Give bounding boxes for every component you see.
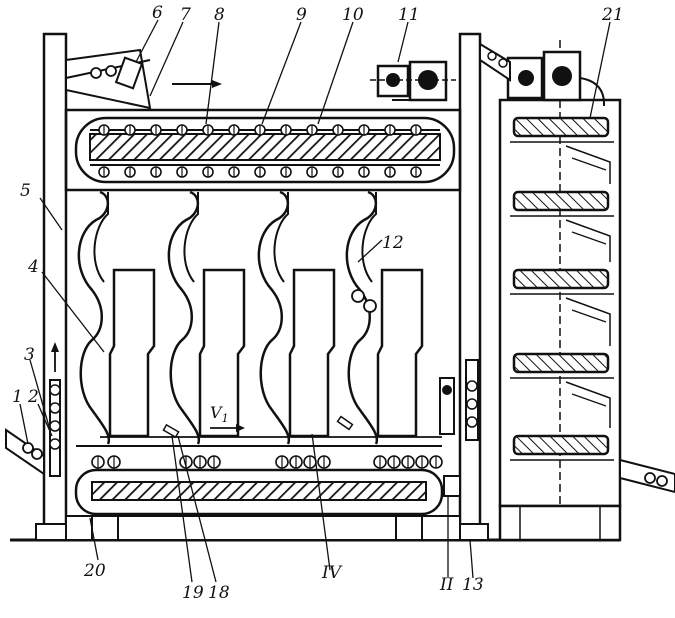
label-4: 4 xyxy=(27,257,39,277)
label-5: 5 xyxy=(20,181,31,201)
base-frame xyxy=(65,515,461,541)
label-20: 20 xyxy=(83,561,106,581)
tower-shelf xyxy=(512,116,610,138)
cooling-tower xyxy=(479,40,675,542)
tower-shelf xyxy=(512,268,610,290)
carrier-body xyxy=(108,268,156,438)
left-feed-conveyor xyxy=(5,342,61,477)
tower-shelves xyxy=(510,116,614,461)
label-21: 21 xyxy=(601,5,624,25)
velocity-label: V1 xyxy=(210,403,229,425)
label-10: 10 xyxy=(342,5,364,25)
riser-mechanism xyxy=(439,359,479,497)
label-6: 6 xyxy=(152,3,163,23)
tower-shelf xyxy=(512,434,610,456)
velocity-arrow xyxy=(210,424,245,432)
label-8: 8 xyxy=(214,5,225,25)
label-1: 1 xyxy=(12,387,23,407)
label-12: 12 xyxy=(382,233,404,253)
label-19: 19 xyxy=(182,583,204,603)
top-feed-chute xyxy=(65,48,152,110)
label-3: 3 xyxy=(24,345,35,365)
lower-conveyor-rollers xyxy=(91,455,443,469)
carrier-body xyxy=(288,268,336,438)
pin xyxy=(162,423,180,439)
label-2: 2 xyxy=(27,387,39,407)
tower-shelf xyxy=(512,190,610,212)
label-iv: IV xyxy=(321,563,343,583)
tower-shelf xyxy=(512,352,610,374)
carrier-hook xyxy=(345,190,379,445)
top-direction-arrow xyxy=(172,80,222,88)
carrier-hook xyxy=(167,190,201,445)
drying-chamber xyxy=(64,108,462,192)
hanging-carriers xyxy=(77,190,442,445)
label-11: 11 xyxy=(398,5,420,25)
label-18: 18 xyxy=(208,583,230,603)
carrier-hook xyxy=(77,190,111,445)
roller xyxy=(351,289,365,303)
label-9: 9 xyxy=(296,5,307,25)
carrier-hook xyxy=(257,190,291,445)
upper-conveyor-rollers xyxy=(98,124,422,178)
drive-motor xyxy=(370,60,456,102)
lower-conveyor xyxy=(74,436,444,516)
carrier-body xyxy=(198,268,246,438)
carrier-body xyxy=(376,268,424,438)
label-ii: II xyxy=(439,575,454,595)
label-7: 7 xyxy=(180,5,191,25)
roller xyxy=(363,299,377,313)
label-13: 13 xyxy=(462,575,484,595)
leader-lines xyxy=(19,19,611,583)
pin xyxy=(336,415,354,431)
